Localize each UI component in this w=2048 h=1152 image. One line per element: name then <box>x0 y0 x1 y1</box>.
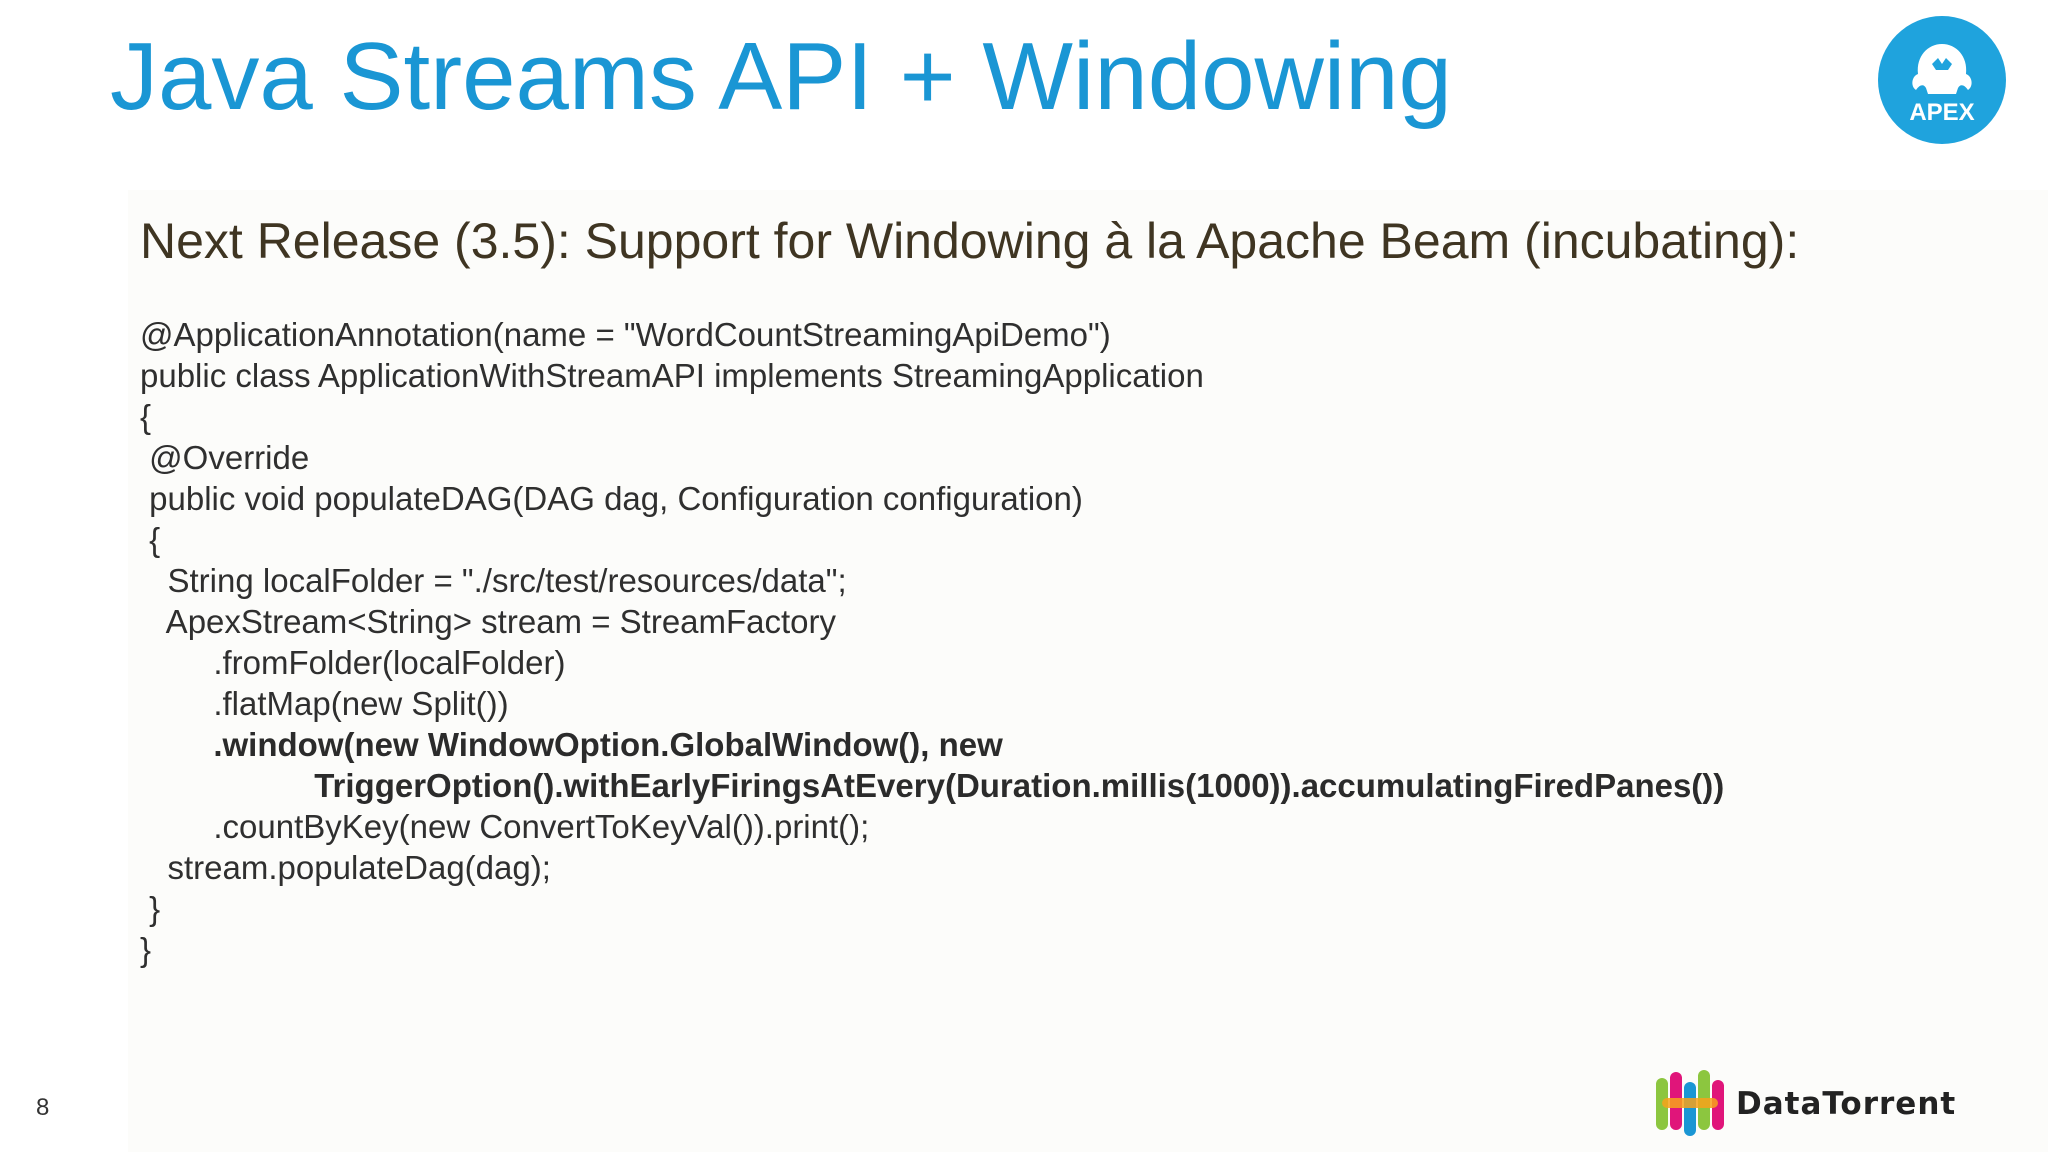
datatorrent-wordmark: DataTorrent <box>1736 1086 1957 1122</box>
code-line: } <box>140 931 152 968</box>
datatorrent-logo: DataTorrent <box>1654 1068 1956 1140</box>
page-number: 8 <box>36 1094 50 1121</box>
code-line: .flatMap(new Split()) <box>140 685 509 722</box>
code-line: stream.populateDag(dag); <box>140 849 551 886</box>
code-line: ApexStream<String> stream = StreamFactor… <box>140 603 837 640</box>
code-line: .countByKey(new ConvertToKeyVal()).print… <box>140 808 870 845</box>
code-line: { <box>140 521 161 558</box>
apex-logo-icon: APEX <box>1878 16 2006 144</box>
code-line: String localFolder = "./src/test/resourc… <box>140 562 847 599</box>
code-line: TriggerOption().withEarlyFiringsAtEvery(… <box>140 767 1725 804</box>
content-panel <box>128 190 2048 1152</box>
slide-title: Java Streams API + Windowing <box>110 23 1452 130</box>
code-line: { <box>140 398 152 435</box>
code-line: public class ApplicationWithStreamAPI im… <box>140 357 1204 394</box>
svg-text:APEX: APEX <box>1909 99 1974 126</box>
code-line: public void populateDAG(DAG dag, Configu… <box>140 480 1083 517</box>
code-line: } <box>140 890 161 927</box>
code-line: @ApplicationAnnotation(name = "WordCount… <box>140 316 1111 353</box>
slide-subtitle: Next Release (3.5): Support for Windowin… <box>140 213 1800 269</box>
code-line: @Override <box>140 439 310 476</box>
code-line: .window(new WindowOption.GlobalWindow(),… <box>140 726 1003 763</box>
datatorrent-bars-icon <box>1656 1070 1724 1136</box>
code-line: .fromFolder(localFolder) <box>140 644 566 681</box>
code-block: @ApplicationAnnotation(name = "WordCount… <box>140 314 1724 970</box>
